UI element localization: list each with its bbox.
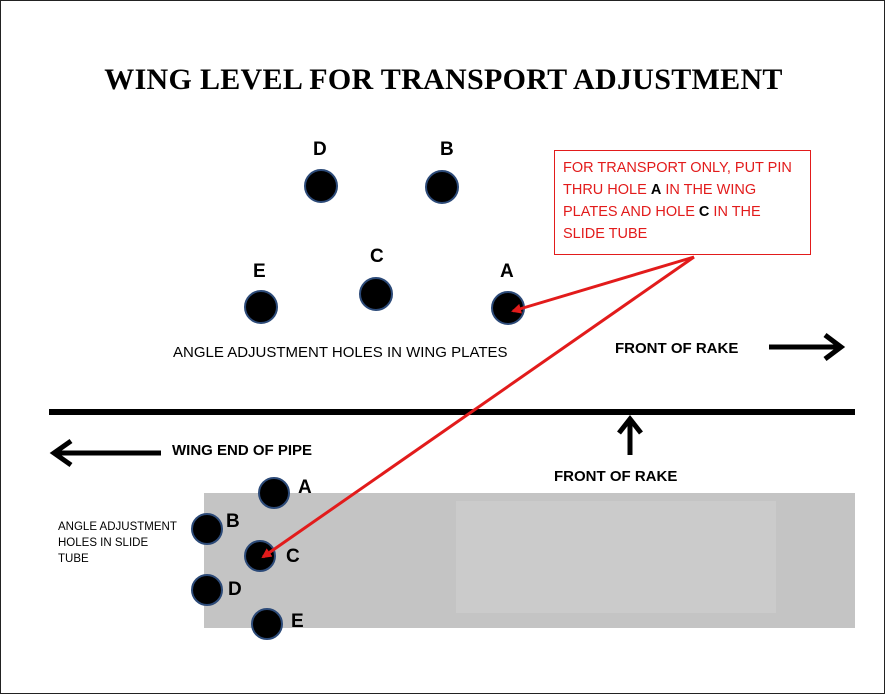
note-text-3: IN THE SLIDE TUBE [563, 204, 761, 242]
tube-hole-label-e: E [291, 611, 304, 632]
slide-tube-highlight [456, 501, 776, 613]
tube-hole-d [191, 574, 223, 606]
note-hole-a: A [650, 182, 662, 198]
wing-hole-d [304, 169, 338, 203]
wing-plate-holes-caption: ANGLE ADJUSTMENT HOLES IN WING PLATES [173, 344, 508, 361]
tube-hole-b [191, 513, 223, 545]
note-hole-c: C [698, 204, 710, 220]
tube-hole-label-a: A [298, 477, 312, 498]
front-of-rake-label-top: FRONT OF RAKE [615, 340, 739, 357]
wing-hole-c [359, 277, 393, 311]
wing-end-arrow-left [49, 438, 161, 468]
pointer-to-wing-hole-a [511, 255, 695, 314]
note-text-2: IN THE WING PLATES AND HOLE [563, 182, 757, 220]
front-of-rake-arrow-right [769, 333, 846, 361]
wing-hole-label-e: E [253, 261, 266, 282]
wing-hole-e [244, 290, 278, 324]
tube-hole-label-c: C [286, 546, 300, 567]
tube-hole-e [251, 608, 283, 640]
front-of-rake-arrow-up [617, 414, 643, 455]
wing-hole-b [425, 170, 459, 204]
wing-end-of-pipe-label: WING END OF PIPE [172, 442, 313, 459]
pointer-to-tube-hole-c [261, 255, 695, 559]
page-title: WING LEVEL FOR TRANSPORT ADJUSTMENT [104, 63, 783, 96]
slide-tube-caption: ANGLE ADJUSTMENT HOLES IN SLIDE TUBE [58, 521, 177, 565]
tube-hole-label-b: B [226, 511, 240, 532]
wing-hole-label-a: A [500, 261, 514, 282]
tube-hole-c [244, 540, 276, 572]
note-text-1: FOR TRANSPORT ONLY, PUT PIN THRU HOLE [563, 160, 792, 198]
front-of-rake-label-bottom: FRONT OF RAKE [554, 468, 678, 485]
tube-hole-a [258, 477, 290, 509]
wing-hole-label-d: D [313, 139, 327, 160]
wing-hole-label-b: B [440, 139, 454, 160]
transport-note: FOR TRANSPORT ONLY, PUT PIN THRU HOLE A … [554, 150, 811, 255]
wing-hole-label-c: C [370, 246, 384, 267]
tube-hole-label-d: D [228, 579, 242, 600]
